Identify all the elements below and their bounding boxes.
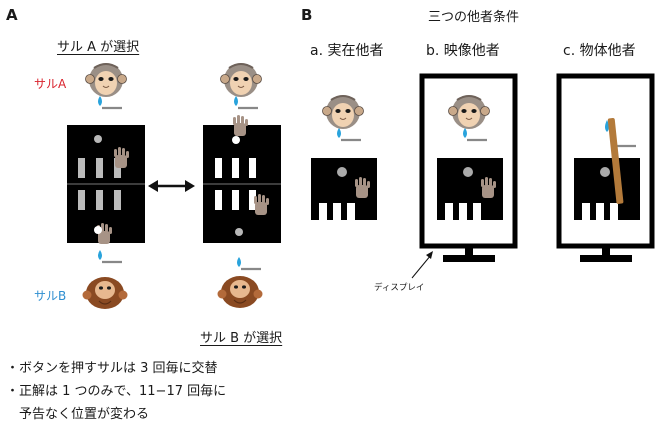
apparatus-right <box>203 62 281 309</box>
note-line-3: 予告なく位置が変わる <box>6 407 150 422</box>
apparatus-left <box>67 62 145 310</box>
panel-a-letter: A <box>6 6 18 24</box>
condition-c-graphic <box>556 73 655 262</box>
condition-b-graphic <box>411 73 518 279</box>
display-label: ディスプレイ <box>374 283 425 293</box>
note-line-1: ・ボタンを押すサルは 3 回毎に交替 <box>6 361 218 376</box>
condition-a-graphic <box>311 94 377 220</box>
note-line-2: ・正解は 1 つのみで、11−17 回毎に <box>6 384 227 399</box>
panel-b-title: 三つの他者条件 <box>428 10 520 25</box>
monkey-a-label: サルA <box>34 77 67 91</box>
panel-a-title-bottom: サル B が選択 <box>200 331 283 346</box>
double-arrow-icon <box>148 180 195 192</box>
panel-b-letter: B <box>301 6 313 24</box>
panel-a-title-top: サル A が選択 <box>57 40 140 55</box>
condition-c-label: c. 物体他者 <box>563 43 636 59</box>
condition-a-label: a. 実在他者 <box>310 43 384 59</box>
monkey-b-label: サルB <box>34 289 67 303</box>
condition-b-label: b. 映像他者 <box>426 43 500 59</box>
